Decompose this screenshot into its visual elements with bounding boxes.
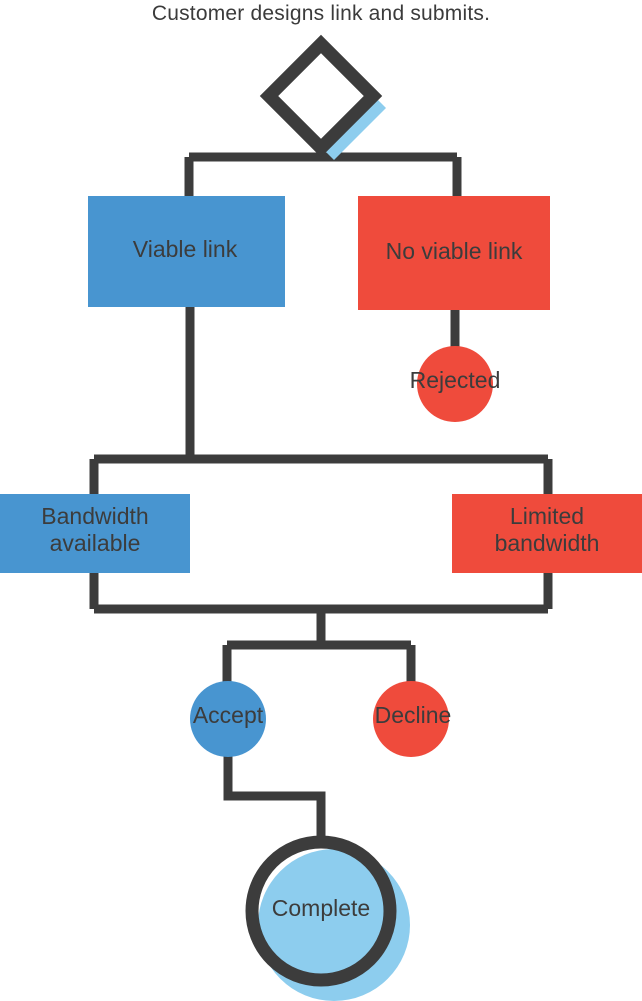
node-no-viable-link[interactable] [358, 196, 550, 310]
node-rejected[interactable] [417, 346, 493, 422]
node-bandwidth-available[interactable] [0, 494, 190, 573]
diagram-title: Customer designs link and submits. [151, 2, 491, 25]
node-complete[interactable] [245, 835, 397, 987]
node-decline[interactable] [373, 681, 449, 757]
node-limited-bandwidth[interactable] [452, 494, 642, 573]
node-accept[interactable] [190, 681, 266, 757]
start-node-diamond[interactable] [259, 34, 383, 158]
connector-accept-to-complete [223, 748, 326, 845]
node-viable-link[interactable] [88, 196, 285, 307]
